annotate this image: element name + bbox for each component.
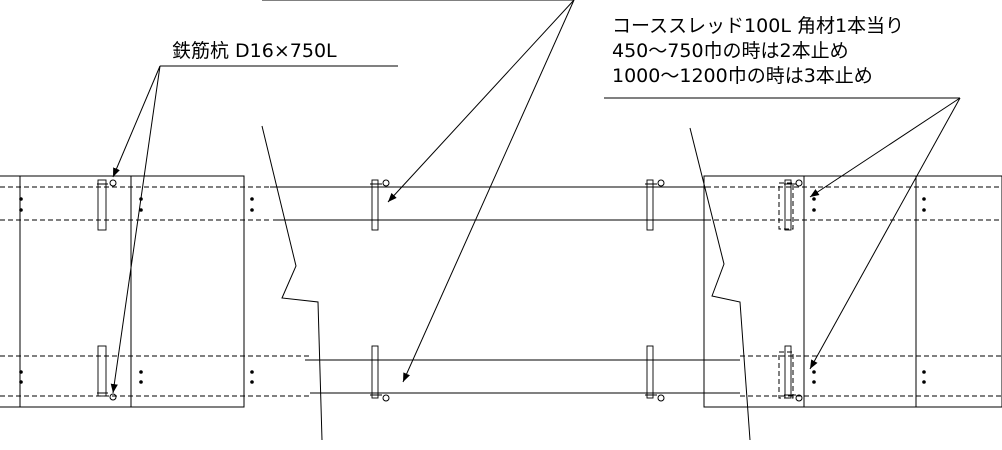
pin-head-icon	[795, 394, 803, 402]
stake-center-1	[370, 179, 390, 231]
stake-center-2	[645, 179, 665, 231]
pin-head-icon	[657, 179, 665, 187]
pin-head-icon	[109, 179, 117, 187]
rebar-stake-left-bottom	[97, 345, 117, 401]
break-line-left	[261, 125, 323, 441]
screw-pair-icon	[812, 370, 816, 384]
leader-rebar-2	[110, 65, 161, 394]
screw-pair-icon	[250, 370, 254, 384]
dashed-beam-lines	[0, 186, 1002, 397]
panel-outlines	[0, 175, 1002, 408]
screw-pair-icon	[139, 197, 143, 212]
label-rebar-stake: 鉄筋杭 D16×750L	[172, 40, 337, 62]
pin-head-icon	[382, 179, 390, 187]
pin-head-icon	[795, 179, 803, 187]
pin-head-icon	[657, 394, 665, 402]
leader-rebar-1	[112, 65, 161, 178]
label-top-leader-group	[262, 0, 575, 383]
pin-head-icon	[382, 394, 390, 402]
leader-top-1	[387, 0, 575, 203]
label-screw-line2: 450〜750巾の時は2本止め	[612, 40, 849, 62]
leader-screw-2	[809, 97, 961, 370]
label-screw-line1: コーススレッド100L 角材1本当り	[612, 15, 904, 37]
label-screw-line3: 1000〜1200巾の時は3本止め	[612, 65, 873, 87]
leader-top-2	[402, 0, 575, 383]
screw-pair-icon	[139, 370, 143, 384]
right-panel-outline	[703, 175, 1002, 408]
pin-head-icon	[109, 393, 117, 401]
label-screw-group: コーススレッド100L 角材1本当り 450〜750巾の時は2本止め 1000〜…	[604, 15, 961, 370]
stake-center-3	[370, 345, 390, 402]
screw-pair-icon	[922, 370, 926, 384]
leader-screw-1	[809, 97, 961, 198]
screw-pair-icon	[812, 197, 816, 212]
screw-pairs	[19, 197, 926, 384]
left-panel-outline	[19, 175, 245, 408]
rebar-stake-left-top	[97, 179, 117, 231]
label-rebar-stake-group: 鉄筋杭 D16×750L	[110, 40, 398, 394]
screw-pair-icon	[19, 370, 23, 384]
break-line-right	[689, 127, 751, 441]
screw-pair-icon	[19, 197, 23, 212]
center-boards	[270, 186, 740, 394]
break-lines	[261, 125, 751, 441]
screw-pair-icon	[922, 197, 926, 212]
screw-pair-icon	[250, 197, 254, 212]
stake-center-4	[645, 345, 665, 402]
rebar-stake-right-bottom	[778, 345, 803, 402]
rebar-stake-right-top	[778, 179, 803, 231]
